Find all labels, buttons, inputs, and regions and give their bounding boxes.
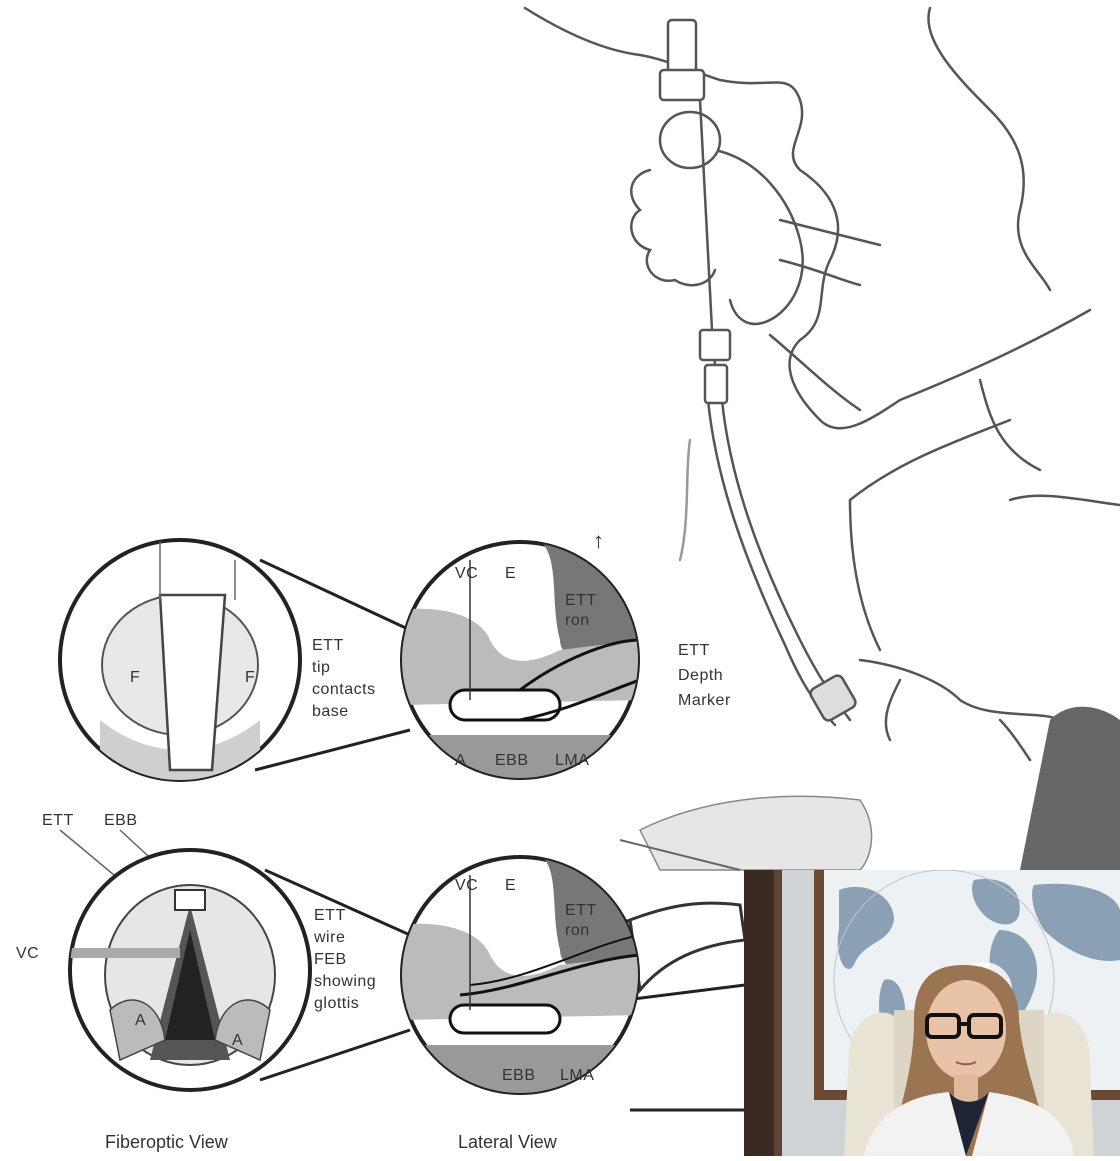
neck-line-2 [850, 500, 880, 650]
arrow-up-icon: ↑ [593, 528, 605, 553]
label-f-right: F [245, 669, 255, 686]
lma-tube [630, 903, 745, 990]
shoulder-shade [640, 796, 872, 870]
finger-line [770, 335, 860, 410]
lower-face-lip [886, 680, 900, 740]
label-ett-wire-2: wire [313, 929, 345, 946]
head-outline [928, 8, 1050, 290]
label-lma-top: LMA [555, 752, 589, 769]
label-e-bottom: E [505, 877, 516, 894]
lower-face-nose [860, 660, 1060, 720]
label-ebb-top: EBB [495, 752, 529, 769]
fiberoptic-view-top: F F [60, 540, 300, 780]
ett-tube-line-a [722, 400, 850, 720]
label-ebb-bottom: EBB [502, 1067, 536, 1084]
label-depth-1: ETT [678, 642, 710, 659]
lateral-view-top: VC E ETT ron A EBB LMA ↑ [400, 528, 640, 780]
label-ett-tip-2: tip [312, 659, 330, 676]
ett-tube-line-b [708, 400, 835, 725]
label-ett-tip-1: ETT [312, 637, 344, 654]
label-ett-ron-bottom-1: ETT [565, 902, 597, 919]
hand-wrist-2 [780, 260, 860, 285]
tube-coupler [700, 330, 730, 360]
label-a-bottom-right: A [232, 1032, 243, 1049]
label-a-bottom-left: A [135, 1012, 146, 1029]
label-ett-tip-3: contacts [312, 681, 376, 698]
label-ett-wire-4: showing [314, 973, 376, 990]
door-frame [744, 870, 774, 1156]
label-ett-wire-1: ETT [314, 907, 346, 924]
label-a-top: A [455, 752, 466, 769]
label-ett-mid: ETT [42, 812, 74, 829]
label-e-top: E [505, 565, 516, 582]
label-ebb-mid: EBB [104, 812, 138, 829]
webcam-video-feed[interactable] [744, 870, 1120, 1156]
hand-fingers [631, 170, 715, 285]
tube-adapter [660, 70, 704, 100]
lateral-view-bottom: VC E ETT ron EBB LMA [400, 855, 640, 1095]
label-lma-bottom: LMA [560, 1067, 594, 1084]
caption-lateral: Lateral View [458, 1132, 558, 1152]
shoulder-line [1010, 496, 1120, 505]
label-ett-ron-bottom-2: ron [565, 922, 590, 939]
label-ett-tip-4: base [312, 703, 349, 720]
label-depth-3: Marker [678, 692, 731, 709]
fiberoptic-view-bottom: A A [60, 850, 310, 1090]
lower-face-chin [1000, 720, 1030, 760]
hand-wrist [780, 220, 880, 245]
label-ett-wire-3: FEB [314, 951, 347, 968]
label-ett-ron-top-2: ron [565, 612, 590, 629]
label-depth-2: Depth [678, 667, 723, 684]
label-ett-wire-5: glottis [314, 995, 359, 1012]
label-vc-bottom: VC [455, 877, 478, 894]
webcam-frame [744, 870, 1120, 1156]
pilot-balloon [660, 112, 720, 168]
cable-a [680, 440, 690, 560]
hand-palm [715, 150, 803, 324]
ear-line [980, 380, 1040, 470]
label-vc-top: VC [455, 565, 478, 582]
hair-shadow [1020, 707, 1120, 870]
leader-ett [60, 830, 120, 880]
depth-marker-ring [808, 673, 857, 722]
tube-sleeve [705, 365, 727, 403]
label-vc-left: VC [16, 945, 39, 962]
label-ett-ron-top-1: ETT [565, 592, 597, 609]
jaw-line [900, 310, 1090, 400]
neck-line [850, 420, 1010, 500]
label-f-left: F [130, 669, 140, 686]
caption-fiberoptic: Fiberoptic View [105, 1132, 229, 1152]
